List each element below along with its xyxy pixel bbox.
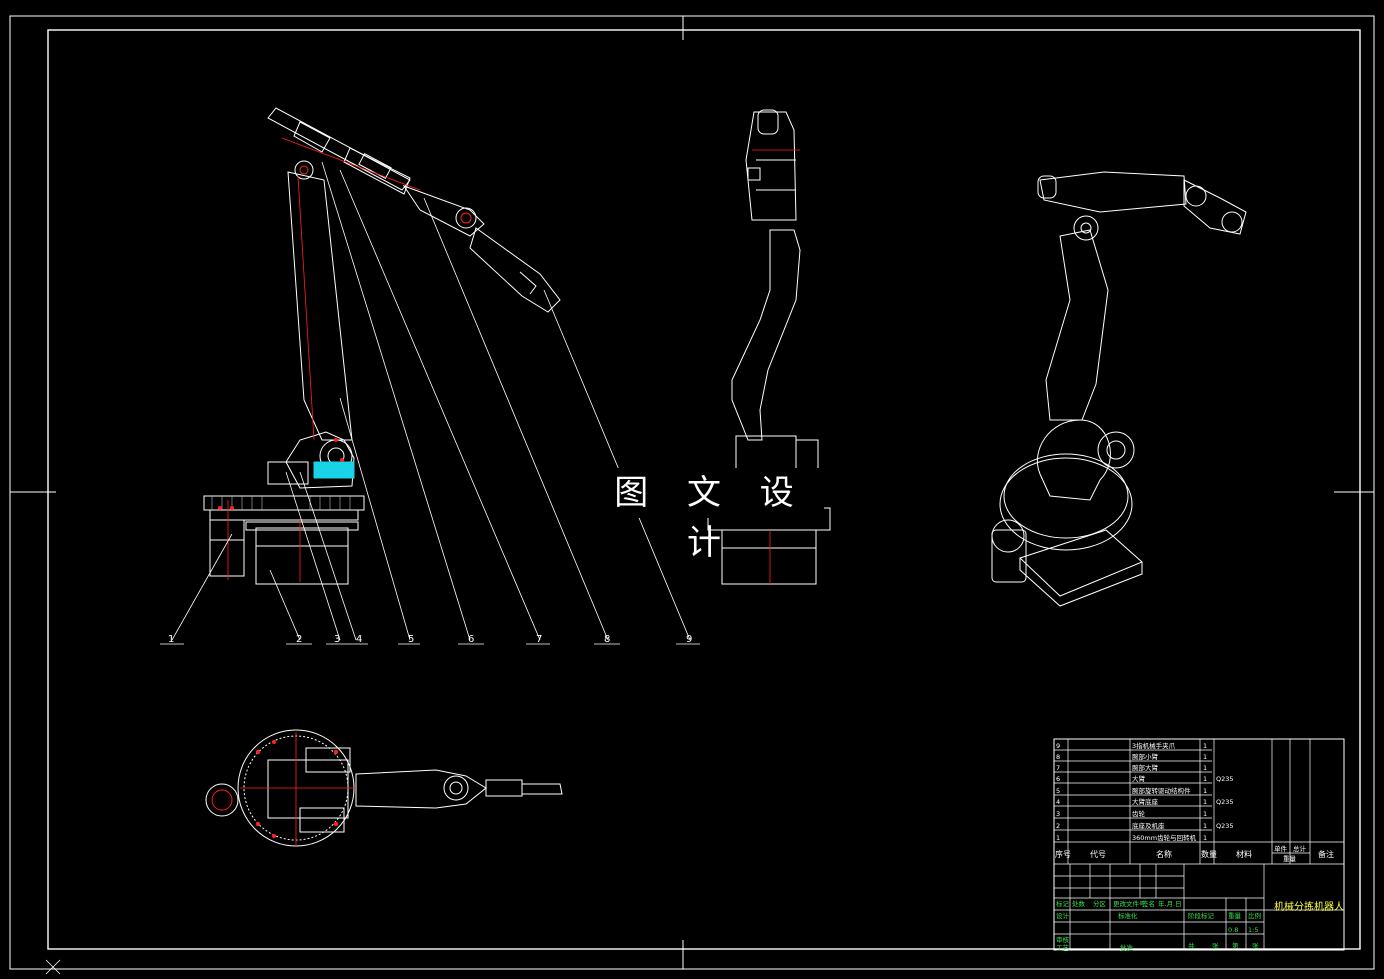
watermark-text: 图 文 设 计 — [598, 468, 824, 563]
leader-lines — [160, 161, 700, 645]
hdr-code: 代号 — [1090, 849, 1106, 859]
part-qty-1: 1 — [1203, 834, 1207, 842]
lbl-sheets-total: 共 — [1188, 941, 1195, 950]
lbl-sheet-suffix: 张 — [1252, 941, 1259, 950]
lbl-count: 处数 — [1072, 899, 1086, 908]
part-mat-4: Q235 — [1216, 798, 1234, 806]
val-scale: 1:5 — [1248, 926, 1258, 934]
part-qty-2: 1 — [1203, 822, 1207, 830]
top-view-robot — [205, 729, 563, 847]
part-name-2: 底座及机座 — [1132, 821, 1165, 830]
hdr-name: 名称 — [1156, 849, 1172, 859]
lbl-standard: 标准化 — [1118, 911, 1138, 920]
part-qty-8: 1 — [1203, 753, 1207, 761]
wrist-drive-highlight — [313, 461, 355, 479]
balloon-6: 6 — [468, 634, 474, 645]
lbl-mark: 标记 — [1056, 899, 1070, 908]
balloon-2: 2 — [296, 634, 302, 645]
part-qty-9: 1 — [1203, 742, 1207, 750]
part-qty-3: 1 — [1203, 810, 1207, 818]
part-qty-5: 1 — [1203, 787, 1207, 795]
part-name-8: 腕部小臂 — [1132, 752, 1159, 761]
part-mat-2: Q235 — [1216, 822, 1234, 830]
part-name-4: 大臂底座 — [1132, 797, 1159, 806]
part-no-1: 1 — [1056, 834, 1060, 842]
balloon-9: 9 — [686, 634, 692, 645]
hdr-unit: 单件 — [1274, 844, 1288, 853]
part-no-5: 5 — [1056, 787, 1060, 795]
hdr-qty: 数量 — [1201, 849, 1217, 859]
part-mat-6: Q235 — [1216, 775, 1234, 783]
part-name-6: 大臂 — [1132, 774, 1146, 783]
part-no-9: 9 — [1056, 742, 1060, 750]
balloon-3: 3 — [334, 634, 340, 645]
lbl-zone: 分区 — [1093, 899, 1107, 908]
part-name-7: 腕部大臂 — [1132, 763, 1159, 772]
lbl-weight: 重量 — [1228, 912, 1242, 920]
front-view-robot — [203, 107, 561, 585]
title-block: 9 3指机械手夹爪 1 8 腕部小臂 1 7 腕部大臂 1 6 大臂 1 Q23… — [1053, 738, 1345, 952]
lbl-docno: 更改文件号 — [1113, 899, 1146, 908]
part-no-2: 2 — [1056, 822, 1060, 830]
part-name-5: 腕部旋转驱动结构件 — [1132, 786, 1191, 795]
part-name-1: 360mm齿轮与回转机 — [1132, 833, 1197, 842]
lbl-scale: 比例 — [1248, 911, 1261, 920]
hdr-remark: 备注 — [1318, 849, 1334, 859]
lbl-review: 审核 — [1056, 935, 1070, 944]
part-name-3: 齿轮 — [1132, 809, 1146, 818]
part-qty-4: 1 — [1203, 798, 1207, 806]
lbl-date: 年.月.日 — [1158, 899, 1182, 908]
inner-frame — [47, 29, 1361, 950]
isometric-view-robot — [991, 171, 1247, 607]
ucs-icon — [45, 959, 61, 975]
part-name-9: 3指机械手夹爪 — [1132, 741, 1176, 750]
part-no-7: 7 — [1056, 764, 1060, 772]
part-no-8: 8 — [1056, 753, 1060, 761]
balloon-8: 8 — [604, 634, 610, 645]
balloon-7: 7 — [536, 634, 542, 645]
part-no-4: 4 — [1056, 798, 1060, 806]
centering-marks — [10, 16, 1374, 969]
balloon-5: 5 — [408, 634, 414, 645]
part-qty-7: 1 — [1203, 764, 1207, 772]
balloon-4: 4 — [356, 634, 362, 645]
lbl-approve: 批准 — [1120, 943, 1134, 952]
val-weight: 0.8 — [1228, 926, 1238, 934]
part-no-6: 6 — [1056, 775, 1060, 783]
lbl-sheet: 张 — [1212, 941, 1219, 950]
part-no-3: 3 — [1056, 810, 1060, 818]
hdr-no: 序号 — [1055, 849, 1071, 859]
lbl-process: 工艺 — [1056, 944, 1070, 952]
hdr-total: 总计 — [1293, 844, 1307, 853]
balloon-labels: 1 2 3 4 5 6 7 8 9 — [168, 634, 692, 645]
lbl-stage: 阶段标记 — [1188, 911, 1215, 920]
balloon-1: 1 — [168, 634, 174, 645]
lbl-design: 设计 — [1056, 911, 1070, 920]
hdr-weight: 重量 — [1283, 855, 1297, 863]
drawing-title: 机械分拣机器人 — [1274, 900, 1344, 913]
part-qty-6: 1 — [1203, 775, 1207, 783]
lbl-sheet-of: 第 — [1232, 941, 1239, 950]
hdr-material: 材料 — [1236, 849, 1252, 859]
lbl-sign: 签名 — [1142, 899, 1155, 908]
